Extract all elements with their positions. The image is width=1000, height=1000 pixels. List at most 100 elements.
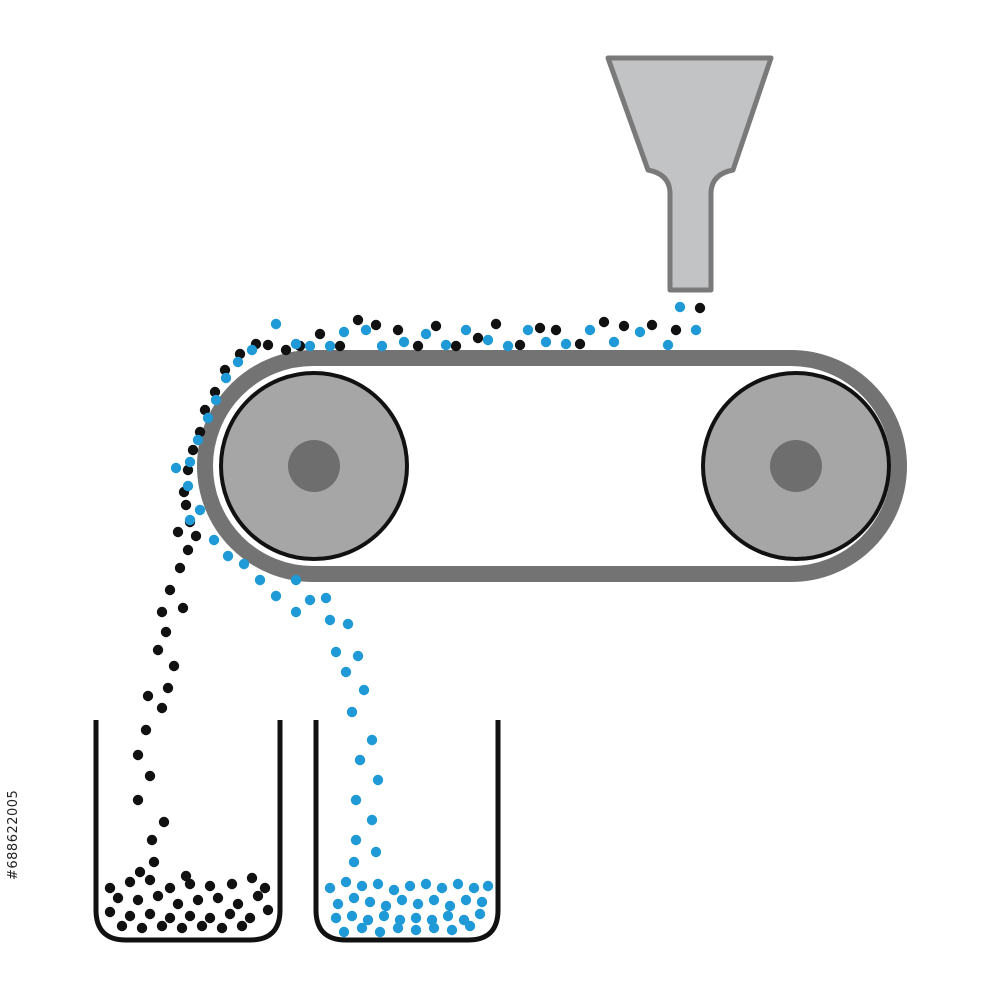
- particle: [358, 684, 370, 696]
- particle: [304, 594, 316, 606]
- particle: [334, 340, 346, 352]
- particle: [366, 734, 378, 746]
- particle: [124, 876, 136, 888]
- particle: [522, 324, 534, 336]
- particle: [132, 794, 144, 806]
- particle: [330, 912, 342, 924]
- particle: [209, 386, 221, 398]
- particle: [194, 426, 206, 438]
- particle: [452, 878, 464, 890]
- particle: [259, 882, 271, 894]
- particle: [192, 434, 204, 446]
- idler-pulley-hub: [770, 440, 822, 492]
- particle: [246, 344, 258, 356]
- particle: [216, 922, 228, 934]
- particle: [270, 590, 282, 602]
- particle: [338, 926, 350, 938]
- particle: [370, 846, 382, 858]
- particle: [426, 914, 438, 926]
- particle: [204, 880, 216, 892]
- particle: [348, 892, 360, 904]
- particle: [420, 328, 432, 340]
- particle: [158, 816, 170, 828]
- particle: [694, 302, 706, 314]
- particle: [144, 770, 156, 782]
- particle: [324, 882, 336, 894]
- particle: [330, 646, 342, 658]
- particle: [187, 444, 199, 456]
- particle: [177, 602, 189, 614]
- particle: [412, 340, 424, 352]
- particle: [142, 690, 154, 702]
- particle: [112, 892, 124, 904]
- particle: [156, 920, 168, 932]
- particle: [116, 920, 128, 932]
- particle: [172, 898, 184, 910]
- particle: [232, 898, 244, 910]
- particle: [144, 874, 156, 886]
- particle: [468, 882, 480, 894]
- particle: [224, 908, 236, 920]
- particle: [398, 336, 410, 348]
- particle-stream-dark: [104, 302, 706, 934]
- particle: [354, 754, 366, 766]
- particle: [352, 650, 364, 662]
- particle: [104, 906, 116, 918]
- particle: [324, 614, 336, 626]
- particle: [174, 562, 186, 574]
- particle: [472, 332, 484, 344]
- idler-pulley: [701, 371, 891, 561]
- particle: [168, 660, 180, 672]
- particle: [646, 319, 658, 331]
- particle: [410, 924, 422, 936]
- particle: [199, 404, 211, 416]
- particle: [474, 908, 486, 920]
- particle: [340, 666, 352, 678]
- particle: [160, 626, 172, 638]
- particle: [598, 316, 610, 328]
- particle: [362, 914, 374, 926]
- particle: [460, 324, 472, 336]
- particle: [236, 920, 248, 932]
- particle: [290, 606, 302, 618]
- particle: [176, 922, 188, 934]
- particle: [332, 898, 344, 910]
- particle: [134, 866, 146, 878]
- particle: [392, 324, 404, 336]
- particle: [514, 339, 526, 351]
- particle: [222, 550, 234, 562]
- particle: [430, 320, 442, 332]
- particle: [104, 882, 116, 894]
- particle: [182, 544, 194, 556]
- particle: [210, 394, 222, 406]
- particle: [254, 574, 266, 586]
- particle: [410, 912, 422, 924]
- stock-id-label: #688622005: [6, 789, 21, 880]
- particle: [560, 338, 572, 350]
- particle: [380, 900, 392, 912]
- particle: [156, 702, 168, 714]
- particle: [364, 896, 376, 908]
- particle: [460, 894, 472, 906]
- particle: [148, 856, 160, 868]
- particle: [262, 339, 274, 351]
- particle: [490, 318, 502, 330]
- particle: [152, 890, 164, 902]
- particle: [164, 882, 176, 894]
- particle: [420, 878, 432, 890]
- particle: [340, 876, 352, 888]
- particle: [170, 462, 182, 474]
- particle: [372, 878, 384, 890]
- particle: [356, 922, 368, 934]
- particle: [320, 592, 332, 604]
- particle: [252, 890, 264, 902]
- feed-hopper: [605, 55, 774, 293]
- particle: [156, 606, 168, 618]
- particle: [208, 534, 220, 546]
- particle: [184, 456, 196, 468]
- particle: [280, 344, 292, 356]
- particle: [376, 340, 388, 352]
- particle: [226, 878, 238, 890]
- particle: [342, 618, 354, 630]
